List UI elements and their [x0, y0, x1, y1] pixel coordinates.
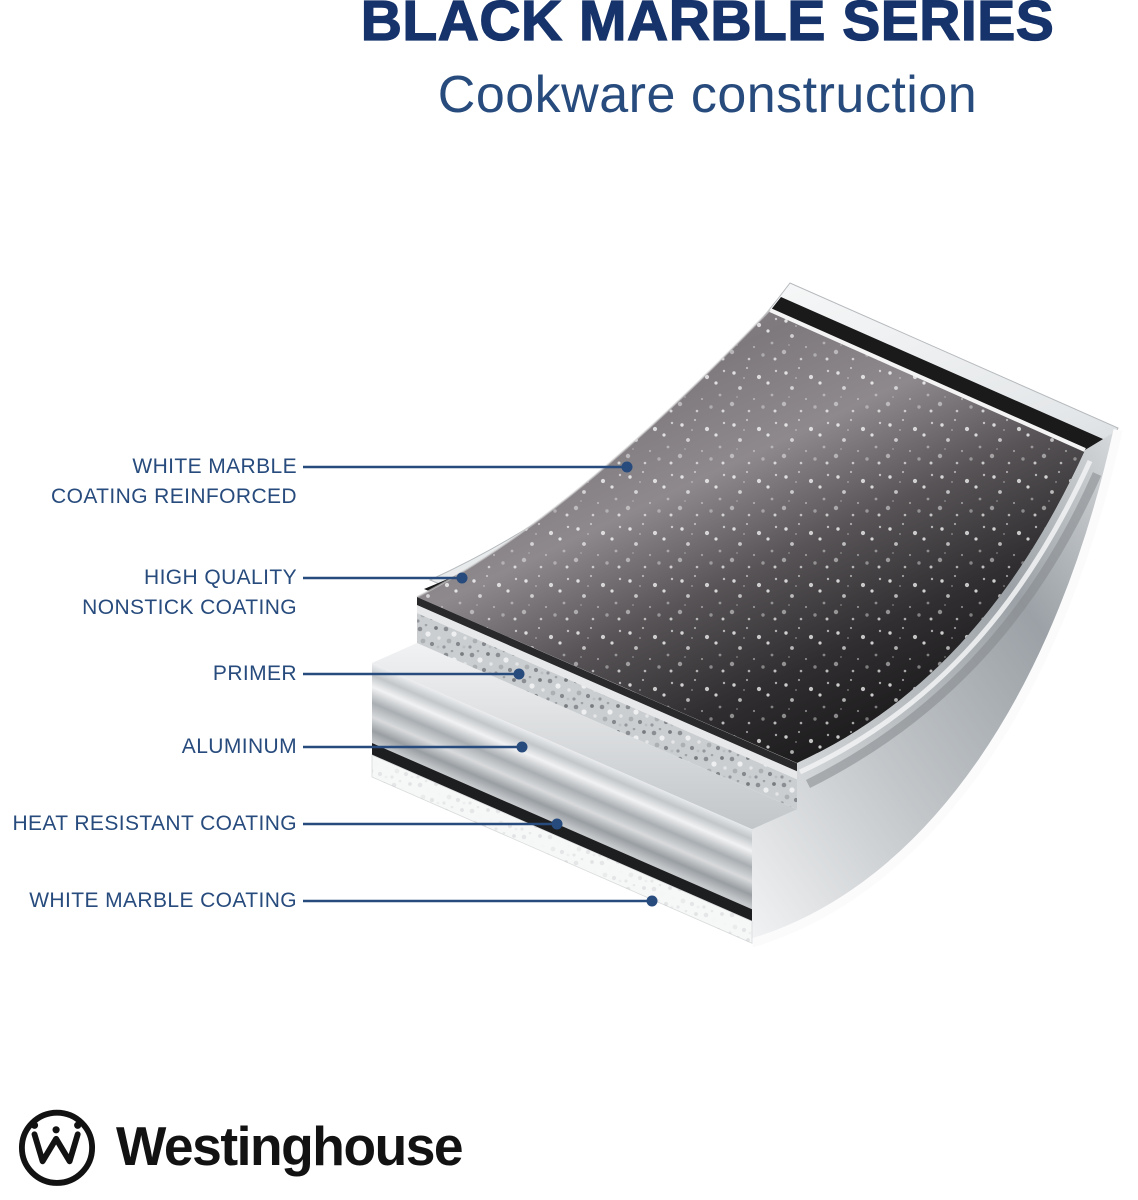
curl-outer-white-edge [750, 429, 1123, 948]
label-white-marble: WHITE MARBLE COATING [29, 889, 297, 912]
brand-wordmark: Westinghouse [116, 1115, 464, 1177]
curl-nonstick-edge-line [798, 459, 1093, 775]
connector-dot-primer [513, 668, 525, 680]
label-heat-resistant: HEAT RESISTANT COATING [12, 812, 297, 835]
layer-black-sheet-front-edge [417, 597, 797, 772]
connector-dot-white-marble [646, 895, 658, 907]
label-nonstick: HIGH QUALITY NONSTICK COATING [82, 566, 297, 619]
primer-grain-overlay [417, 613, 797, 810]
connector-dot-nonstick [456, 572, 468, 584]
marble-specks-overlay [417, 310, 1085, 763]
brand-lockup: Westinghouse [12, 1100, 473, 1192]
label-white-marble-reinforced: WHITE MARBLE COATING REINFORCED [51, 455, 297, 508]
layer-nonstick-edge [417, 605, 797, 780]
connector-lines [303, 465, 652, 903]
bottom-marble-grain-overlay [372, 755, 752, 944]
westinghouse-w-icon [18, 1109, 96, 1186]
connector-dot-white-marble-reinforced [621, 461, 633, 473]
curl-primer-edge-line [805, 472, 1102, 789]
connector-dot-aluminum [516, 741, 528, 753]
sheet-top-white-edge [769, 308, 1086, 452]
label-aluminum: ALUMINUM [181, 735, 297, 758]
connector-dots [456, 461, 658, 907]
label-primer: PRIMER [212, 662, 297, 685]
layer-aluminum-front [372, 663, 752, 910]
layer-heat-resistant-edge [372, 743, 752, 922]
connector-dot-heat-resistant [551, 818, 563, 830]
header: BLACK MARBLE SERIES Cookware constructio… [285, 0, 1130, 124]
page-subtitle: Cookware construction [437, 65, 978, 124]
aluminum-top-surface [372, 643, 797, 830]
curl-face [752, 430, 1118, 943]
page-title: BLACK MARBLE SERIES [360, 0, 1055, 53]
